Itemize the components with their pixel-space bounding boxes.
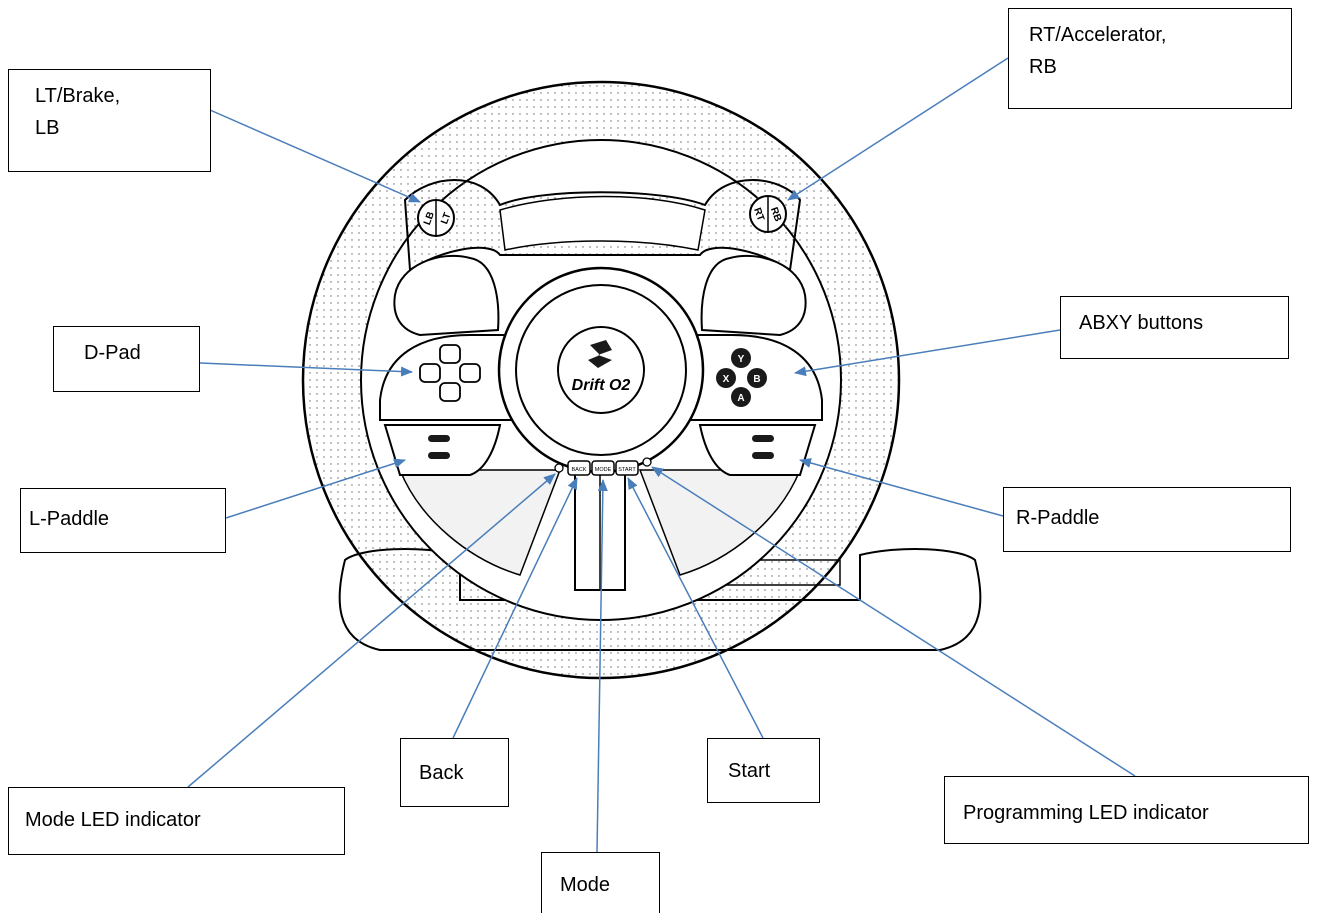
y-label: Y [738,354,745,365]
b-label: B [753,374,760,385]
callout-back-text: Back [419,762,464,784]
start-button[interactable] [615,460,639,476]
hub-logo-ring [557,326,645,414]
d-pad[interactable] [419,344,481,402]
lt-label: LT [439,211,453,226]
abxy-cluster: Y X B A [716,348,767,407]
leader-d-pad [199,362,413,377]
left-upper-frame [393,254,500,337]
callout-l-paddle-text: L-Paddle [29,508,110,530]
left-paddle-mark-2 [428,452,450,459]
leader-programming-led [651,466,1136,777]
leader-rt-accelerator [787,57,1009,201]
right-paddle-mark-1 [752,435,774,442]
mode-led [554,463,564,473]
callout-lt-brake: LT/Brake, LB [8,69,211,172]
mode-button[interactable] [591,460,615,476]
leader-mode [596,479,608,853]
callout-start-text: Start [728,760,771,782]
callout-d-pad-text: D-Pad [84,342,141,364]
left-paddle-area [383,424,502,476]
callout-rt-accelerator-line2: RB [1029,56,1057,78]
b-button[interactable] [747,368,767,388]
brand-logo-text: Drift O2 [572,377,631,394]
brand-logo-icon [588,340,612,368]
d-pad-up[interactable] [439,344,461,364]
callout-mode-led: Mode LED indicator [8,787,345,855]
callout-start: Start [707,738,820,803]
lb-label: LB [422,210,437,226]
start-button-label: START [618,467,636,473]
callout-r-paddle: R-Paddle [1003,487,1291,552]
leader-mode-led [187,473,556,788]
a-label: A [737,393,744,404]
callout-l-paddle: L-Paddle [20,488,226,553]
x-button[interactable] [716,368,736,388]
leader-lines [187,57,1136,853]
rb-label: RB [768,206,783,223]
callout-mode-text: Mode [560,874,611,896]
callout-lt-brake-line1: LT/Brake, [35,85,121,107]
leader-abxy [794,329,1061,377]
right-paddle-area [698,424,817,476]
mode-button-label: MODE [595,467,612,473]
callout-rt-accelerator: RT/Accelerator, RB [1008,8,1292,109]
d-pad-left[interactable] [419,363,441,383]
callout-d-pad: D-Pad [53,326,200,392]
d-pad-down[interactable] [439,382,461,402]
leader-back [452,477,578,739]
a-button[interactable] [731,387,751,407]
lower-spoke-left [398,469,562,576]
leader-start [627,477,764,739]
leader-l-paddle [225,458,406,519]
callout-back: Back [400,738,509,807]
right-paddle-mark-2 [752,452,774,459]
right-upper-frame [700,254,807,337]
top-spoke-cutout [499,195,706,251]
back-button[interactable] [567,460,591,476]
lower-spoke-right [638,469,802,576]
callout-lt-brake-line2: LB [35,117,60,139]
callout-programming-led: Programming LED indicator [944,776,1309,844]
y-button[interactable] [731,348,751,368]
callout-r-paddle-text: R-Paddle [1016,507,1100,529]
callout-rt-accelerator-line1: RT/Accelerator, [1029,24,1167,46]
callout-abxy-text: ABXY buttons [1079,312,1204,334]
leader-r-paddle [799,458,1004,517]
callout-abxy: ABXY buttons [1060,296,1289,359]
rt-label: RT [751,206,766,222]
programming-led [642,457,652,467]
callout-mode: Mode [541,852,660,913]
callout-programming-led-text: Programming LED indicator [963,802,1209,824]
left-paddle-mark-1 [428,435,450,442]
callout-mode-led-text: Mode LED indicator [25,809,201,831]
back-button-label: BACK [572,467,587,473]
x-label: X [723,374,730,385]
leader-lt-brake [209,109,421,203]
d-pad-right[interactable] [459,363,481,383]
